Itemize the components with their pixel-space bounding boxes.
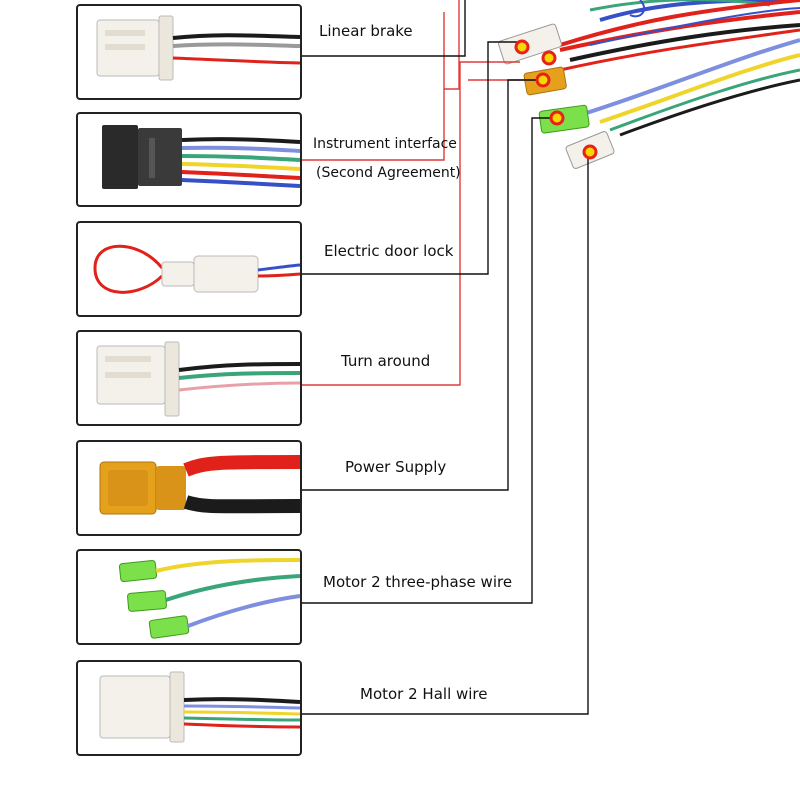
label-motor2-three-phase: Motor 2 three-phase wire — [323, 573, 513, 591]
label-electric-door-lock: Electric door lock — [324, 242, 454, 260]
connector-box-hall — [76, 660, 302, 756]
label-power-supply: Power Supply — [345, 458, 447, 476]
connector-box-door-lock — [76, 221, 302, 317]
connector-box-linear-brake — [76, 4, 302, 100]
marker-dots — [514, 39, 598, 160]
connector-box-three-phase — [76, 549, 302, 645]
label-motor2-hall: Motor 2 Hall wire — [360, 685, 488, 703]
label-turn-around: Turn around — [341, 352, 431, 370]
label-instrument-interface: Instrument interface — [313, 136, 457, 152]
label-second-agreement: (Second Agreement) — [316, 165, 461, 181]
connector-box-turn-around — [76, 330, 302, 426]
label-linear-brake: Linear brake — [319, 22, 413, 40]
connector-box-instrument — [76, 112, 302, 207]
leader-lines-black — [302, 0, 589, 715]
connector-box-power-supply — [76, 440, 302, 536]
